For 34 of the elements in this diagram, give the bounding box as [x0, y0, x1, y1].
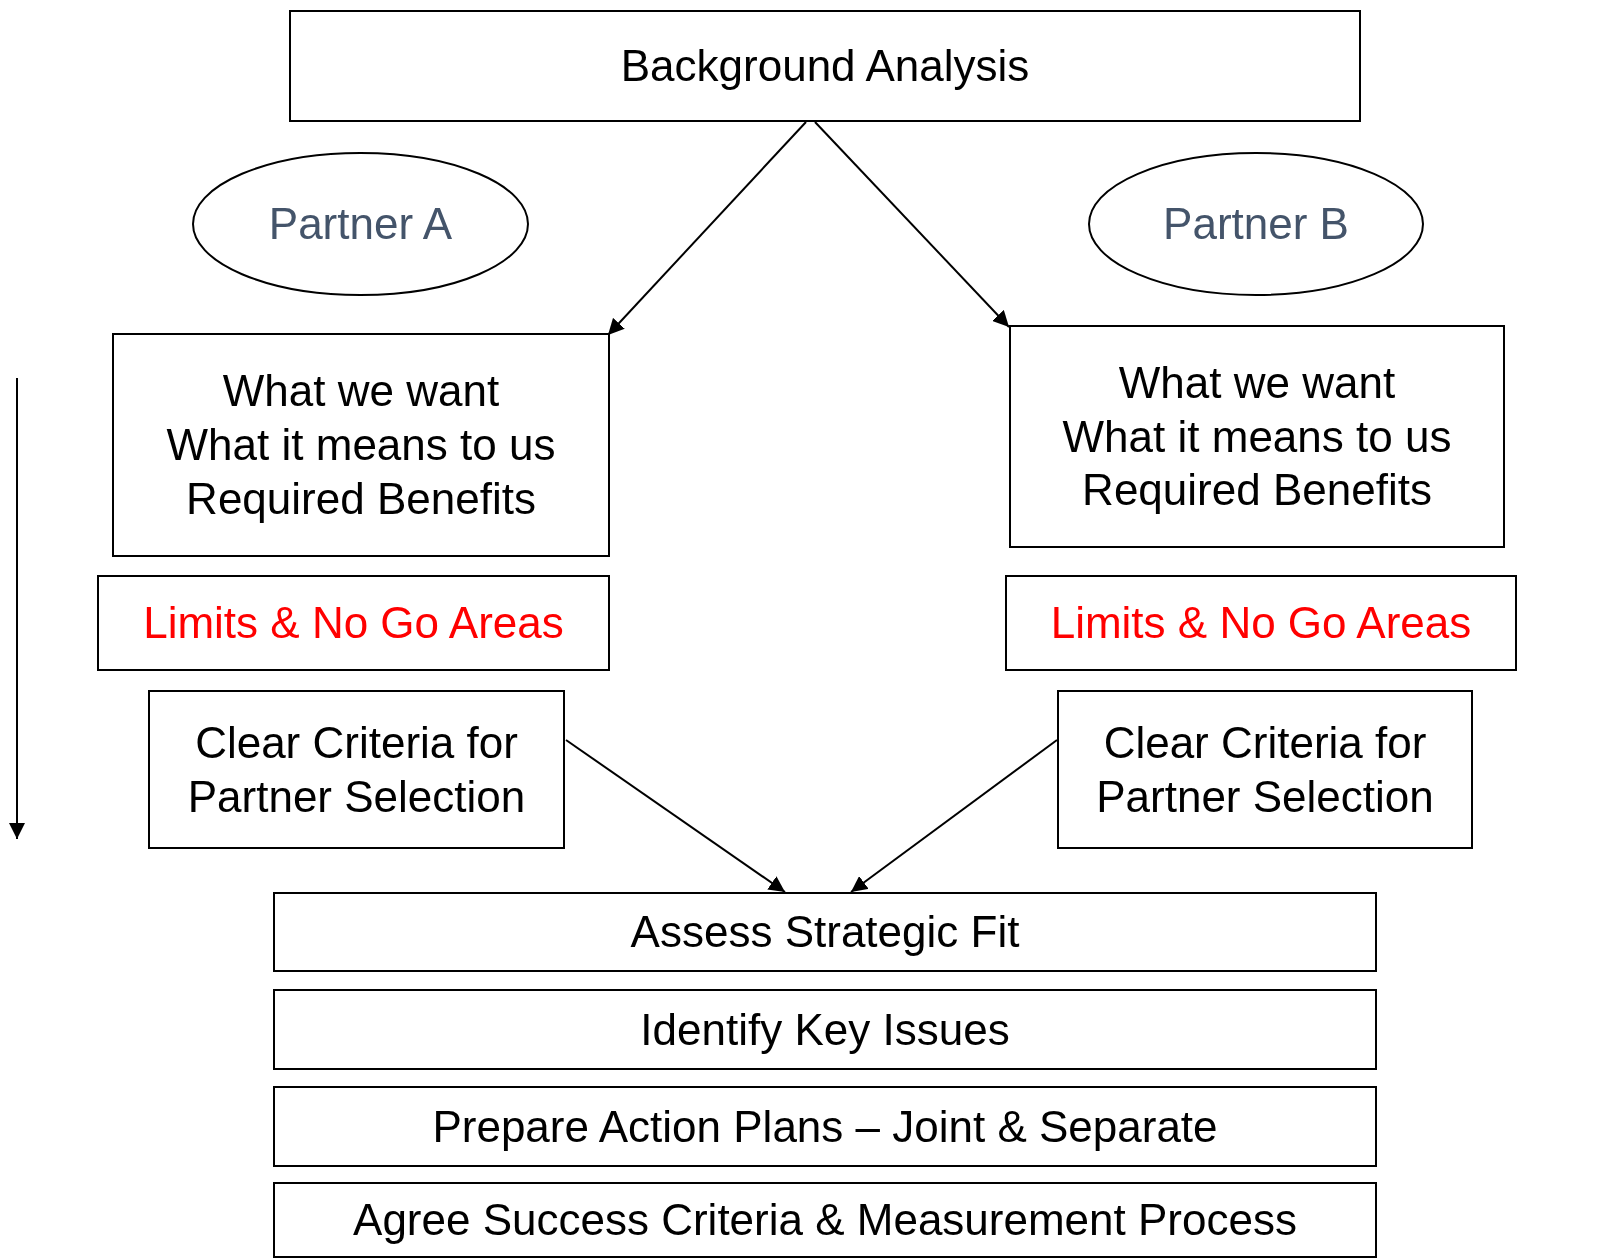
box-text: Assess Strategic Fit: [630, 906, 1020, 959]
process-box: [273, 892, 1377, 972]
box-text: Background Analysis: [620, 40, 1030, 93]
box-text: Identify Key Issues: [640, 1003, 1010, 1056]
box-text: Limits & No Go Areas: [1050, 597, 1472, 650]
box-text: Required Benefits: [186, 472, 536, 525]
partner-label: Partner B: [1163, 198, 1349, 251]
box-text: What we want: [222, 365, 500, 418]
partner-ellipse: [1088, 152, 1424, 296]
requirements-box: [112, 333, 610, 557]
box-text: What it means to us: [1062, 410, 1452, 463]
limits-box: [97, 575, 610, 671]
box-text: Required Benefits: [1082, 464, 1432, 517]
process-box: [289, 10, 1361, 122]
limits-box: [1005, 575, 1517, 671]
process-box: [273, 989, 1377, 1070]
arrow: [565, 739, 786, 893]
requirements-box: [1009, 325, 1505, 548]
process-box: [273, 1086, 1377, 1167]
criteria-box: [148, 690, 565, 849]
partner-label: Partner A: [268, 198, 453, 251]
box-text: What we want: [1118, 357, 1396, 409]
arrow: [607, 121, 807, 336]
box-text: Clear Criteria for Partner Selection: [1095, 716, 1435, 823]
box-text: What it means to us: [166, 419, 556, 472]
box-text: Agree Success Criteria & Measurement Process: [353, 1194, 1297, 1247]
arrow: [814, 121, 1010, 328]
box-text: Clear Criteria for Partner Selection: [186, 716, 527, 823]
process-box: [273, 1182, 1377, 1258]
partner-ellipse: [192, 152, 529, 296]
box-text: Prepare Action Plans – Joint & Separate: [432, 1100, 1218, 1153]
criteria-box: [1057, 690, 1473, 849]
box-text: Limits & No Go Areas: [143, 597, 564, 650]
arrow: [850, 739, 1058, 893]
